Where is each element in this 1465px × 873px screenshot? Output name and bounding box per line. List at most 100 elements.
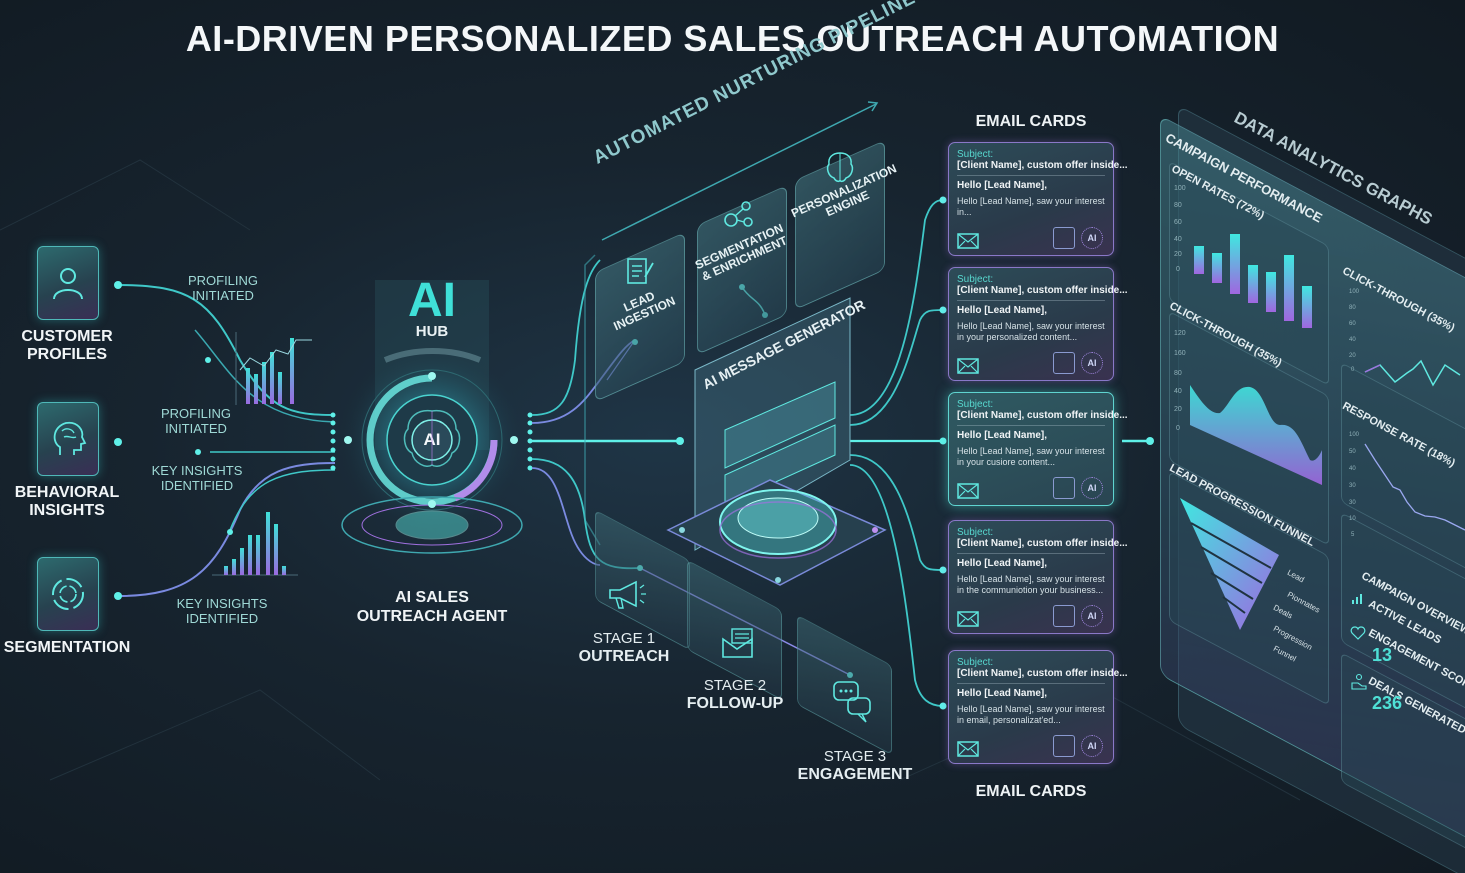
- svg-text:20: 20: [1174, 251, 1182, 258]
- ai-badge-icon[interactable]: AI: [1081, 227, 1103, 249]
- email-card-3[interactable]: Subject: [Client Name], custom offer ins…: [948, 392, 1128, 506]
- email-subject-label: Subject:: [957, 527, 994, 538]
- click-through-area-chart: 120 160 80 40 20 0: [1174, 330, 1322, 485]
- svg-text:30: 30: [1349, 483, 1356, 489]
- email-body: Hello [Lead Name], saw your interest in …: [957, 321, 1105, 342]
- email-cards-heading-bottom: EMAIL CARDS: [975, 783, 1087, 800]
- email-subject-label: Subject:: [957, 399, 994, 410]
- svg-text:0: 0: [1176, 425, 1180, 432]
- email-card-1[interactable]: Subject: [Client Name], custom offer ins…: [948, 142, 1128, 256]
- svg-text:80: 80: [1349, 305, 1356, 311]
- svg-text:80: 80: [1174, 202, 1182, 209]
- svg-text:60: 60: [1174, 219, 1182, 226]
- behavioral-insights-node: [37, 402, 99, 476]
- email-subject-label: Subject:: [957, 149, 994, 160]
- hub-label: HUB: [415, 323, 449, 340]
- email-greeting: Hello [Lead Name],: [957, 688, 1048, 699]
- add-user-icon[interactable]: [1053, 735, 1075, 757]
- ai-badge-icon[interactable]: AI: [1081, 605, 1103, 627]
- svg-text:40: 40: [1174, 388, 1182, 395]
- brain-icon: [403, 409, 461, 467]
- email-subject: [Client Name], custom offer inside...: [957, 538, 1128, 554]
- deals-generated-value: 236: [1372, 693, 1403, 713]
- user-icon: [53, 268, 83, 300]
- svg-text:5: 5: [1351, 532, 1355, 538]
- bar-signal-icon: [1352, 594, 1362, 604]
- svg-text:20: 20: [1349, 353, 1356, 359]
- mail-icon[interactable]: [957, 233, 979, 249]
- brain-icon: [826, 152, 854, 183]
- email-body: Hello [Lead Name], saw your interest in …: [957, 446, 1105, 467]
- svg-text:80: 80: [1174, 370, 1182, 377]
- lead-funnel-chart: [1180, 498, 1279, 630]
- megaphone-icon: [609, 580, 646, 609]
- response-rate-line-chart: 100 50 40 30 30 10 5: [1349, 432, 1465, 538]
- segmentation-label: SEGMENTATION: [3, 639, 131, 656]
- svg-text:50: 50: [1349, 449, 1356, 455]
- add-user-icon[interactable]: [1053, 352, 1075, 374]
- svg-text:40: 40: [1349, 466, 1356, 472]
- email-subject: [Client Name], custom offer inside...: [957, 285, 1128, 301]
- mail-icon[interactable]: [957, 741, 979, 757]
- svg-text:100: 100: [1349, 432, 1360, 438]
- customer-profiles-node: [37, 246, 99, 320]
- brain-head-icon: [53, 421, 87, 455]
- email-greeting: Hello [Lead Name],: [957, 180, 1048, 191]
- svg-text:40: 40: [1174, 236, 1182, 243]
- ai-message-generator: [666, 297, 887, 586]
- click-through-line-chart: 100 80 60 40 20 0: [1349, 289, 1461, 387]
- document-pen-icon: [627, 258, 654, 284]
- email-greeting: Hello [Lead Name],: [957, 430, 1048, 441]
- email-subject: [Client Name], custom offer inside...: [957, 410, 1128, 426]
- svg-text:60: 60: [1349, 321, 1356, 327]
- email-body: Hello [Lead Name], saw your interest in …: [957, 704, 1105, 725]
- mail-icon[interactable]: [957, 483, 979, 499]
- email-card-4[interactable]: Subject: [Client Name], custom offer ins…: [948, 520, 1128, 634]
- engagement-score-value: 13: [1372, 645, 1393, 665]
- network-nodes-icon: [724, 201, 753, 227]
- add-user-icon[interactable]: [1053, 605, 1075, 627]
- add-user-icon[interactable]: [1053, 227, 1075, 249]
- email-greeting: Hello [Lead Name],: [957, 305, 1048, 316]
- ai-badge-icon[interactable]: AI: [1081, 477, 1103, 499]
- open-rates-bar-chart: 100 80 60 40 20 0: [1174, 185, 1312, 328]
- add-user-icon[interactable]: [1053, 477, 1075, 499]
- svg-text:10: 10: [1349, 516, 1356, 522]
- svg-text:160: 160: [1174, 350, 1186, 357]
- ai-badge-icon[interactable]: AI: [1081, 352, 1103, 374]
- svg-text:0: 0: [1351, 367, 1355, 373]
- svg-text:120: 120: [1174, 330, 1186, 337]
- email-subject: [Client Name], custom offer inside...: [957, 668, 1128, 684]
- svg-text:40: 40: [1349, 337, 1356, 343]
- svg-text:100: 100: [1174, 185, 1186, 192]
- mail-icon[interactable]: [957, 611, 979, 627]
- email-subject-label: Subject:: [957, 274, 994, 285]
- mini-bar-chart-top: [235, 332, 312, 405]
- ai-badge-icon[interactable]: AI: [1081, 735, 1103, 757]
- email-subject: [Client Name], custom offer inside...: [957, 160, 1128, 176]
- svg-text:30: 30: [1349, 500, 1356, 506]
- envelope-open-icon: [722, 628, 753, 658]
- svg-text:20: 20: [1174, 406, 1182, 413]
- handshake-person-icon: [1351, 673, 1367, 690]
- email-body: Hello [Lead Name], saw your interest in.…: [957, 196, 1105, 217]
- chat-bubbles-icon: [833, 681, 871, 723]
- segmentation-node: [37, 557, 99, 631]
- email-cards-heading-top: EMAIL CARDS: [975, 113, 1087, 130]
- donut-segments-icon: [52, 578, 84, 610]
- svg-text:100: 100: [1349, 289, 1360, 295]
- email-card-2[interactable]: Subject: [Client Name], custom offer ins…: [948, 267, 1128, 381]
- mail-icon[interactable]: [957, 358, 979, 374]
- email-card-5[interactable]: Subject: [Client Name], custom offer ins…: [948, 650, 1128, 764]
- svg-text:0: 0: [1176, 266, 1180, 273]
